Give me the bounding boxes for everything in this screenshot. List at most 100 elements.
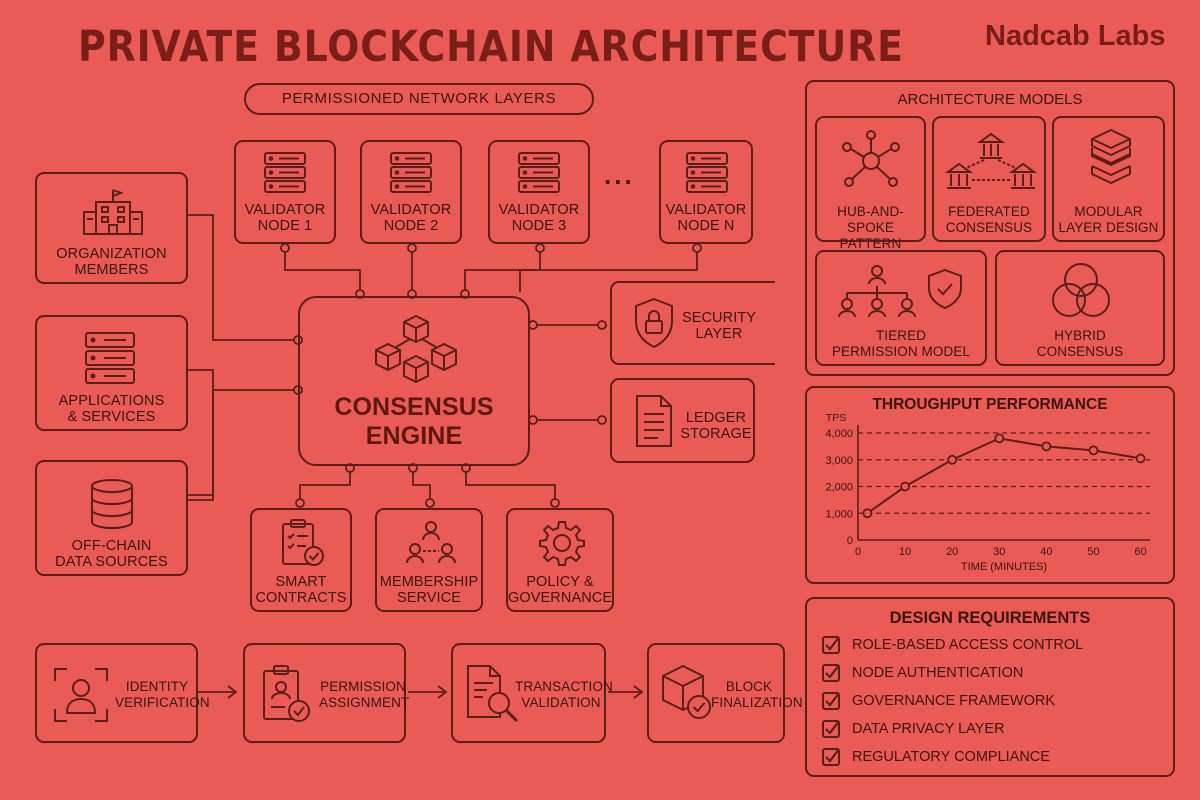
building-icon [83,189,143,235]
subtitle-pill: PERMISSIONED NETWORK LAYERS [244,83,594,115]
data-point [994,433,1005,444]
y-tick-label: 3,000 [825,455,853,467]
venn-icon [1052,263,1110,317]
checkbox-checked-icon [822,692,840,710]
checkbox-checked-icon [822,748,840,766]
requirement-item: NODE AUTHENTICATION [822,662,1023,684]
database-icon [91,479,133,529]
users-network-icon [406,521,456,564]
subtitle-text: PERMISSIONED NETWORK LAYERS [281,90,557,107]
x-tick-label: 40 [1040,546,1052,558]
x-tick-label: 0 [855,546,861,558]
requirement-item: GOVERNANCE FRAMEWORK [822,690,1055,712]
gear-icon [539,521,585,566]
cubes-icon [375,315,457,383]
data-point [947,454,958,465]
document-search-icon [467,665,519,723]
checkbox-checked-icon [822,636,840,654]
clipboard-check-icon [282,519,324,566]
x-tick-label: 50 [1087,546,1099,558]
badge-check-icon [263,665,310,722]
document-icon [636,395,672,447]
service-label: POLICY &GOVERNANCE [508,574,613,606]
data-point [900,481,910,492]
data-point [1135,453,1146,464]
hub-icon [842,130,900,187]
x-axis-label: TIME (MINUTES) [961,561,1047,573]
requirement-item: REGULATORY COMPLIANCE [822,746,1050,768]
requirements-title: DESIGN REQUIREMENTS [889,609,1091,627]
org-shield-icon [838,265,962,318]
user-scan-icon [54,668,108,722]
checkbox-checked-icon [822,664,840,682]
shield-lock-icon [635,297,673,349]
data-point [862,508,873,519]
server-icon [85,332,135,384]
x-tick-label: 60 [1134,546,1146,558]
participant-applications-services: APPLICATIONS& SERVICES [35,315,188,431]
validator-ellipsis: ... [604,160,635,190]
y-tick-label: 4,000 [825,428,853,440]
throughput-chart-panel: THROUGHPUT PERFORMANCE [805,386,1175,584]
data-point [1041,441,1052,452]
requirement-item: DATA PRIVACY LAYER [822,718,1005,740]
server-icon [390,152,432,193]
federated-icon [944,132,1038,189]
y-tick-label: 2,000 [825,482,853,494]
server-icon [518,152,560,193]
chart-title: THROUGHPUT PERFORMANCE [872,396,1108,413]
checkbox-checked-icon [822,720,840,738]
server-icon [686,152,728,193]
y-tick-label: 1,000 [825,508,853,520]
architecture-models-panel: ARCHITECTURE MODELS [805,80,1175,376]
service-policy-governance: POLICY &GOVERNANCE [506,508,614,612]
data-point [1088,445,1099,456]
y-axis-label: TPS [826,412,846,424]
participant-label: APPLICATIONS& SERVICES [58,393,165,425]
design-requirements-panel: DESIGN REQUIREMENTS [805,597,1175,777]
x-tick-label: 10 [899,546,911,558]
x-tick-label: 20 [946,546,958,558]
page-title: PRIVATE BLOCKCHAIN ARCHITECTURE [78,22,904,72]
requirement-item: ROLE-BASED ACCESS CONTROL [822,634,1083,656]
x-tick-label: 30 [993,546,1005,558]
cube-check-icon [662,665,711,719]
brand-logo-text: Nadcab Labs [985,20,1166,52]
